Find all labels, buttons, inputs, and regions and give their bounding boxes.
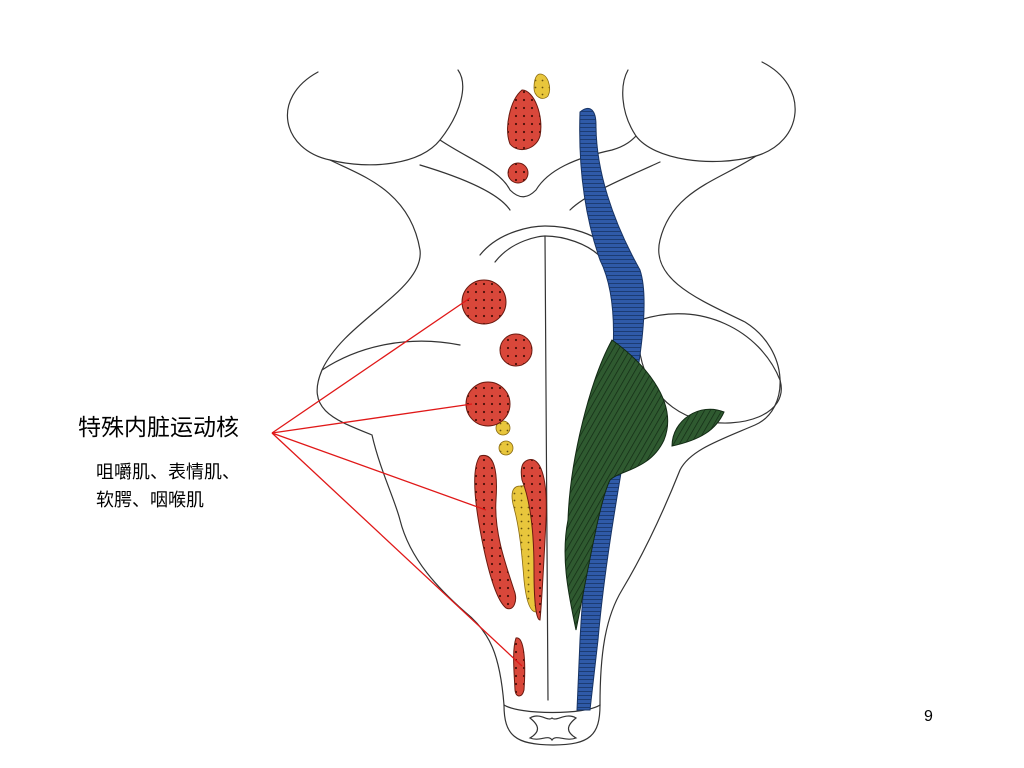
outline-spinal-cord-top xyxy=(503,704,601,714)
red-nucleus-facial xyxy=(465,381,511,427)
pointer-lines xyxy=(271,297,523,667)
red-nucleus-midbrain xyxy=(507,162,529,184)
red-nucleus-top xyxy=(507,89,542,151)
pointer-line-3 xyxy=(271,432,487,511)
page-number: 9 xyxy=(924,708,933,725)
nucleus-label: 特殊内脏运动核 xyxy=(78,415,239,441)
pointer-line-2 xyxy=(271,403,473,434)
outline-left-peduncle xyxy=(321,340,461,371)
yellow-nucleus-top xyxy=(533,73,550,99)
red-nucleus-small xyxy=(499,333,533,367)
red-nucleus-column-right xyxy=(520,459,547,621)
green-tract-left xyxy=(564,339,669,631)
pointer-line-4 xyxy=(271,432,523,667)
outline-right-side xyxy=(599,155,781,706)
muscle-list-line-2: 软腭、咽喉肌 xyxy=(96,490,204,511)
outline-midbrain-notch xyxy=(439,135,637,198)
pointer-line-1 xyxy=(271,297,471,434)
red-nucleus-spinal xyxy=(513,637,526,697)
outline-left-lobe xyxy=(286,69,464,166)
muscle-list-line-1: 咀嚼肌、表情肌、 xyxy=(96,462,240,483)
nuclei-and-tracts xyxy=(461,73,725,711)
red-nucleus-trigeminal xyxy=(461,279,507,325)
outline-right-lobe xyxy=(622,61,796,163)
outline-grey-matter xyxy=(528,715,578,742)
yellow-nucleus-small-2 xyxy=(498,440,514,456)
outline-spinal-cord xyxy=(503,704,601,746)
yellow-nucleus-small-1 xyxy=(495,420,511,436)
green-tract-right xyxy=(671,408,725,447)
red-nucleus-ambiguus xyxy=(474,455,517,610)
brainstem-outline xyxy=(286,61,796,746)
outline-median-sulcus xyxy=(544,235,549,701)
outline-midbrain-lower xyxy=(419,161,661,211)
outline-ventricle-inner xyxy=(494,235,606,263)
